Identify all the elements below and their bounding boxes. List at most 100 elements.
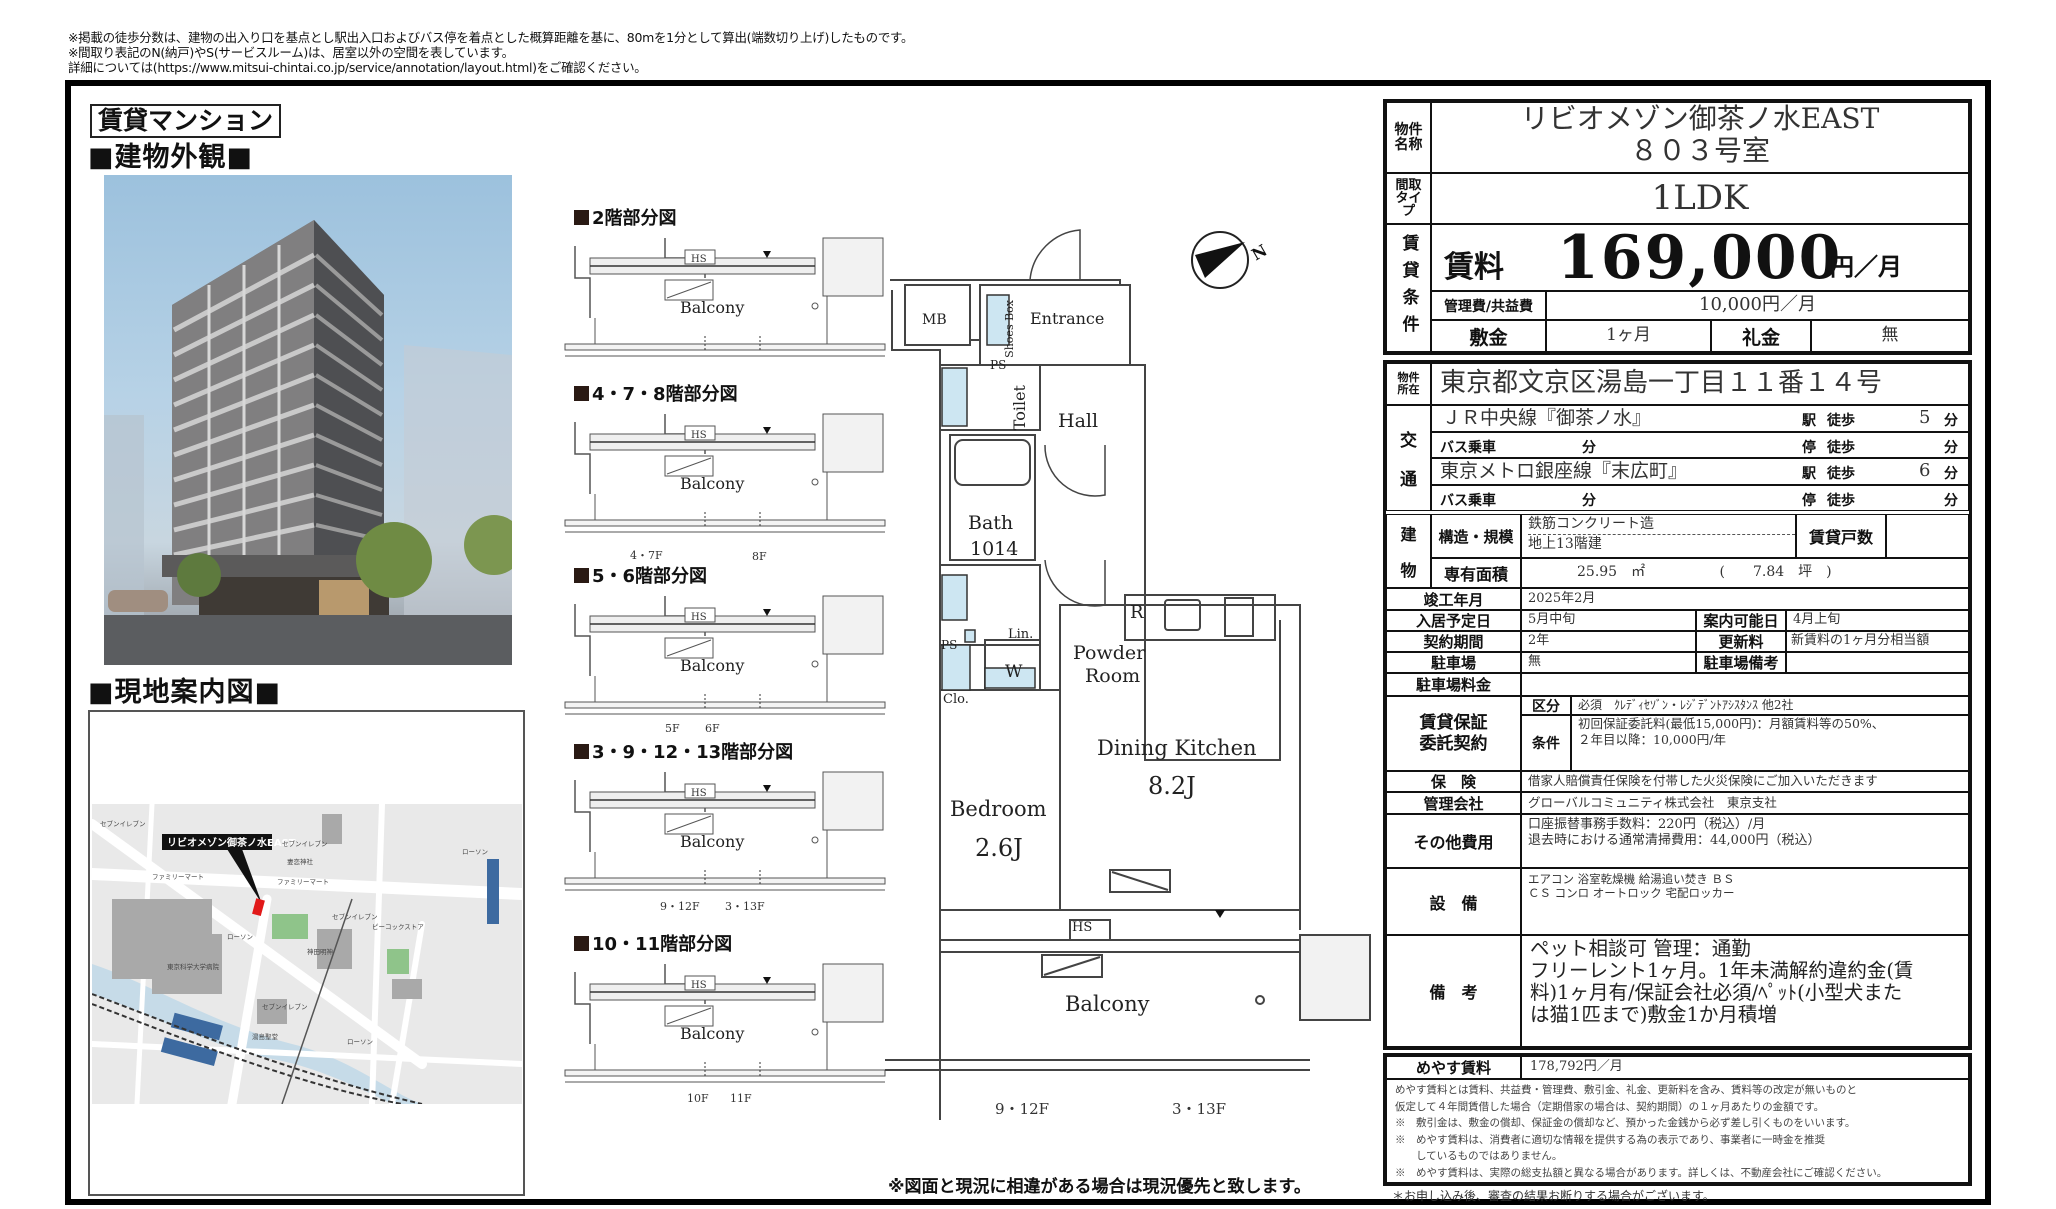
mgmt-company-value: グローバルコミュニティ株式会社 東京支社 — [1521, 792, 1969, 814]
partial-plan-title: 4・7・8階部分図 — [574, 384, 894, 406]
room-washer: W — [1005, 662, 1023, 682]
equipment-label: 設 備 — [1386, 868, 1521, 935]
floor-tag: 8F — [752, 550, 767, 563]
floor-tag: 11F — [730, 1092, 752, 1105]
mgmt-company-label: 管理会社 — [1386, 792, 1521, 814]
built-value: 2025年2月 — [1521, 588, 1969, 610]
room-ps-2: PS — [941, 638, 958, 652]
room-refrigerator: R — [1130, 602, 1144, 623]
move-in-value: 5月中旬 — [1521, 610, 1696, 631]
map-property-label: リビオメゾン御茶ノ水EAST — [167, 836, 296, 849]
svg-text:東京科学大学病院: 東京科学大学病院 — [167, 962, 220, 971]
parking-fee-label: 駐車場料金 — [1386, 673, 1521, 696]
main-balcony-label: Balcony — [1065, 992, 1150, 1016]
transport-header: 交通 — [1386, 405, 1431, 511]
room-shoes-box: Shoes Box — [1003, 300, 1016, 358]
partial-balcony-label: Balcony — [680, 656, 745, 675]
renewal-label: 更新料 — [1696, 631, 1786, 652]
layout-type: 1LDK — [1431, 173, 1969, 224]
svg-text:ファミリーマート: ファミリーマート — [152, 873, 204, 881]
name-header: 物件名称 — [1386, 102, 1431, 173]
room-bedroom-size: 2.6J — [975, 834, 1023, 862]
partial-plan-4-7-8f: 4・7・8階部分図 — [574, 384, 894, 406]
walk-minutes: 6 — [1919, 460, 1931, 481]
parking-value: 無 — [1521, 652, 1696, 673]
structure-label: 構造・規模 — [1431, 514, 1521, 558]
location-map[interactable]: リビオメゾン御茶ノ水EAST セブンイレブン セブンイレブン セブンイレブン セ… — [88, 710, 525, 1196]
building-header: 建物 — [1386, 514, 1431, 588]
floor-tag: 5F — [665, 722, 680, 735]
map-image[interactable]: リビオメゾン御茶ノ水EAST セブンイレブン セブンイレブン セブンイレブン セ… — [92, 804, 522, 1104]
screening-footer: ＊お申し込み後、審査の結果お断りする場合がございます。 — [1392, 1189, 1715, 1203]
room-powder: Powder — [1073, 642, 1146, 664]
svg-text:妻恋神社: 妻恋神社 — [287, 857, 314, 866]
floor-tag-main-b: 3・13F — [1172, 1100, 1227, 1118]
note-details-link[interactable]: 詳細については(https://www.mitsui-chintai.co.jp… — [68, 60, 647, 75]
room-entrance: Entrance — [1030, 309, 1105, 328]
partial-balcony-label: Balcony — [680, 1024, 745, 1043]
room-closet: Clo. — [943, 692, 969, 707]
room-bath: Bath — [968, 512, 1014, 534]
room-powder-room: Room — [1085, 665, 1141, 687]
meyasu-value: 178,792円／月 — [1521, 1056, 1969, 1079]
svg-text:セブンイレブン: セブンイレブン — [262, 1002, 308, 1011]
term-value: 2年 — [1521, 631, 1696, 652]
partial-plan-10-11f: 10・11階部分図 — [574, 934, 894, 956]
key-money-label: 礼金 — [1711, 320, 1811, 352]
deposit-label: 敷金 — [1431, 320, 1546, 352]
building-illustration-icon — [104, 220, 512, 665]
hs-label: HS — [1072, 920, 1093, 935]
address-header: 物件所在 — [1386, 363, 1431, 405]
svg-text:ファミリーマート: ファミリーマート — [277, 878, 329, 886]
parking-note-label: 駐車場備考 — [1696, 652, 1786, 673]
map-section-title: ■現地案内図■ — [88, 677, 282, 708]
units-label: 賃貸戸数 — [1796, 514, 1886, 558]
renewal-value: 新賃料の1ヶ月分相当額 — [1786, 631, 1969, 652]
viewing-label: 案内可能日 — [1696, 610, 1786, 631]
guarantee-kind-label: 区分 — [1521, 696, 1571, 715]
svg-text:セブンイレブン: セブンイレブン — [282, 839, 328, 848]
remarks-value: ペット相談可 管理：通勤フリーレント1ヶ月。1年未満解約違約金(賃 料)1ヶ月有… — [1521, 935, 1969, 1047]
main-floor-plan — [885, 229, 1371, 1120]
plan-disclaimer: ※図面と現況に相違がある場合は現況優先と致します。 — [888, 1177, 1311, 1197]
partial-plan-2f: 2階部分図 — [574, 208, 894, 230]
rent-unit: 円／月 — [1830, 253, 1902, 281]
room-linen: Lin. — [1008, 627, 1034, 642]
meyasu-label: めやす賃料 — [1386, 1056, 1521, 1079]
area-label: 専有面積 — [1431, 558, 1521, 588]
insurance-value: 借家人賠償責任保険を付帯した火災保険にご加入いただきます — [1521, 771, 1969, 792]
transport-row: 東京メトロ銀座線『末広町』 駅 徒歩 6 分 — [1431, 458, 1969, 485]
parking-fee-value — [1521, 673, 1969, 696]
top-notes: ※掲載の徒歩分数は、建物の出入り口を基点とし駅出入口およびバス停を着点とした概算… — [68, 30, 913, 75]
transport-line: ＪＲ中央線『御茶ノ水』 — [1442, 407, 1652, 429]
deposit-value: 1ヶ月 — [1546, 320, 1711, 352]
svg-text:セブンイレブン: セブンイレブン — [332, 912, 378, 921]
floor-tag-main-a: 9・12F — [995, 1100, 1050, 1118]
exterior-section-title: ■建物外観■ — [88, 142, 254, 173]
guarantee-cond-value: 初回保証委託料(最低15,000円)：月額賃料等の50%、２年目以降：10,00… — [1571, 715, 1969, 771]
partial-balcony-label: Balcony — [680, 474, 745, 493]
compass-icon — [1191, 231, 1249, 289]
parking-label: 駐車場 — [1386, 652, 1521, 673]
built-label: 竣工年月 — [1386, 588, 1521, 610]
partial-plan-title: 5・6階部分図 — [574, 566, 894, 588]
svg-text:ローソン: ローソン — [347, 1038, 373, 1046]
structure-value: 鉄筋コンクリート造 地上13階建 — [1521, 514, 1796, 558]
type-header: 間取タイプ — [1386, 173, 1431, 224]
rent-row: 賃料 169,000 円／月 — [1431, 224, 1969, 291]
rent-label: 賃料 — [1444, 250, 1504, 285]
transport-line: 東京メトロ銀座線『末広町』 — [1440, 460, 1688, 482]
building-exterior-photo — [104, 175, 512, 665]
partial-plan-title: 3・9・12・13階部分図 — [574, 742, 894, 764]
room-mb: MB — [922, 312, 947, 328]
room-number: ８０３号室 — [1629, 134, 1770, 167]
floor-tag: 10F — [687, 1092, 709, 1105]
partial-balcony-label: Balcony — [680, 832, 745, 851]
svg-text:湯島聖堂: 湯島聖堂 — [252, 1032, 279, 1041]
partial-plan-title: 2階部分図 — [574, 208, 894, 230]
rent-summary-table: 物件名称 リビオメゾン御茶ノ水EAST ８０３号室 間取タイプ 1LDK 賃貸条… — [1383, 99, 1972, 355]
partial-plans-drawing: HS — [564, 237, 886, 1083]
property-type-label: 賃貸マンション — [90, 104, 282, 138]
floor-tag: 3・13F — [725, 900, 765, 913]
